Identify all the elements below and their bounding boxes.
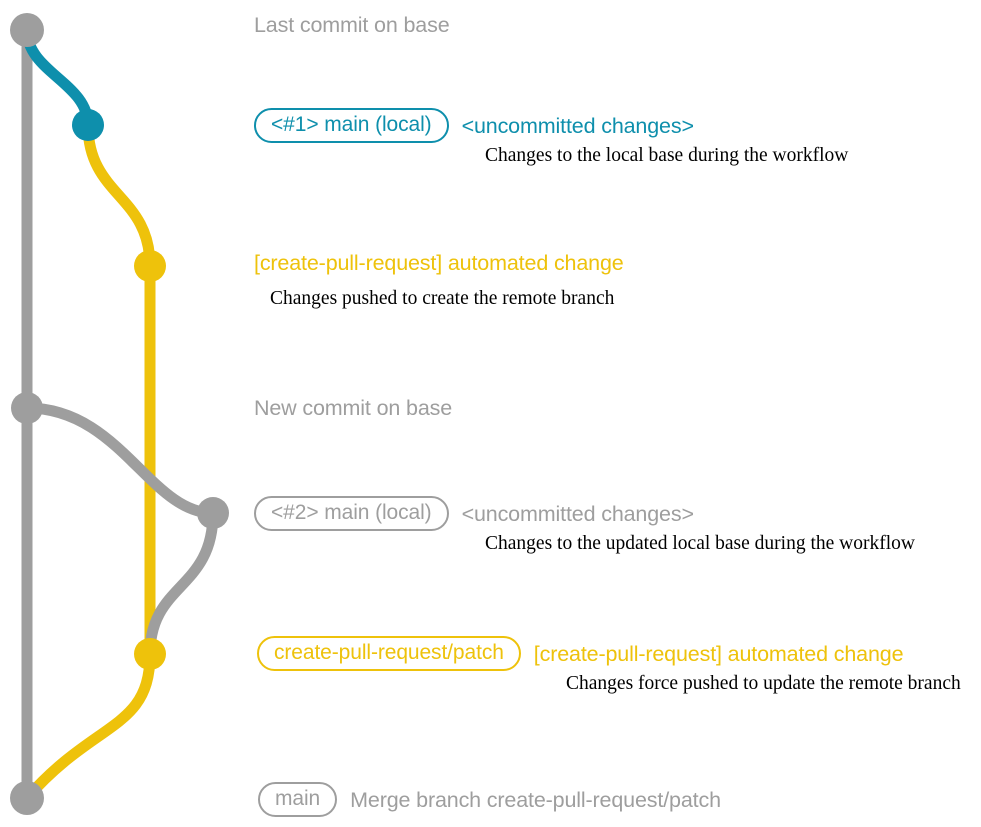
row-last-commit-on-base: Last commit on base: [254, 13, 450, 37]
edge-local1-to-patch1: [82, 119, 156, 272]
commit-title-automated-change-2: [create-pull-request] automated change: [533, 641, 904, 666]
commit-node-patch-1: [134, 250, 166, 282]
row-automated-change-1: [create-pull-request] automated change: [254, 251, 624, 275]
commit-title-uncommitted-changes-1: <uncommitted changes>: [461, 113, 694, 138]
commit-title-automated-change-1: [create-pull-request] automated change: [254, 251, 624, 275]
row-automated-change-2: create-pull-request/patch [create-pull-r…: [257, 636, 904, 671]
commit-title-merge: Merge branch create-pull-request/patch: [350, 787, 721, 812]
branch-badge-main[interactable]: main: [258, 782, 338, 817]
row-local-1: <#1> main (local) <uncommitted changes>: [254, 108, 694, 143]
commit-node-local-2: [197, 497, 229, 529]
branch-badge-create-pull-request-patch[interactable]: create-pull-request/patch: [257, 636, 521, 671]
commit-node-base-last: [10, 13, 44, 47]
branch-badge-main-local-1[interactable]: <#1> main (local): [254, 108, 449, 143]
row-new-commit-on-base: New commit on base: [254, 396, 452, 420]
branch-badge-main-local-2[interactable]: <#2> main (local): [254, 496, 449, 531]
row-merge: main Merge branch create-pull-request/pa…: [258, 782, 721, 817]
commit-node-merge: [10, 781, 44, 815]
edge-base2-to-local2: [21, 402, 219, 519]
commit-nodes: [10, 13, 229, 815]
edge-local2-to-patch2: [144, 507, 219, 660]
row-local-2: <#2> main (local) <uncommitted changes>: [254, 496, 694, 531]
commit-title-last-commit-on-base: Last commit on base: [254, 13, 450, 37]
commit-title-new-commit-on-base: New commit on base: [254, 396, 453, 420]
commit-title-uncommitted-changes-2: <uncommitted changes>: [461, 501, 694, 526]
commit-desc-local-1: Changes to the local base during the wor…: [485, 145, 849, 166]
commit-node-base-new: [11, 392, 43, 424]
commit-node-local-1: [72, 109, 104, 141]
commit-desc-automated-change-2: Changes force pushed to update the remot…: [566, 673, 961, 694]
commit-node-patch-2: [134, 638, 166, 670]
commit-desc-local-2: Changes to the updated local base during…: [485, 533, 915, 554]
edge-patch2-to-merge: [21, 648, 156, 804]
commit-desc-automated-change-1: Changes pushed to create the remote bran…: [270, 288, 615, 309]
